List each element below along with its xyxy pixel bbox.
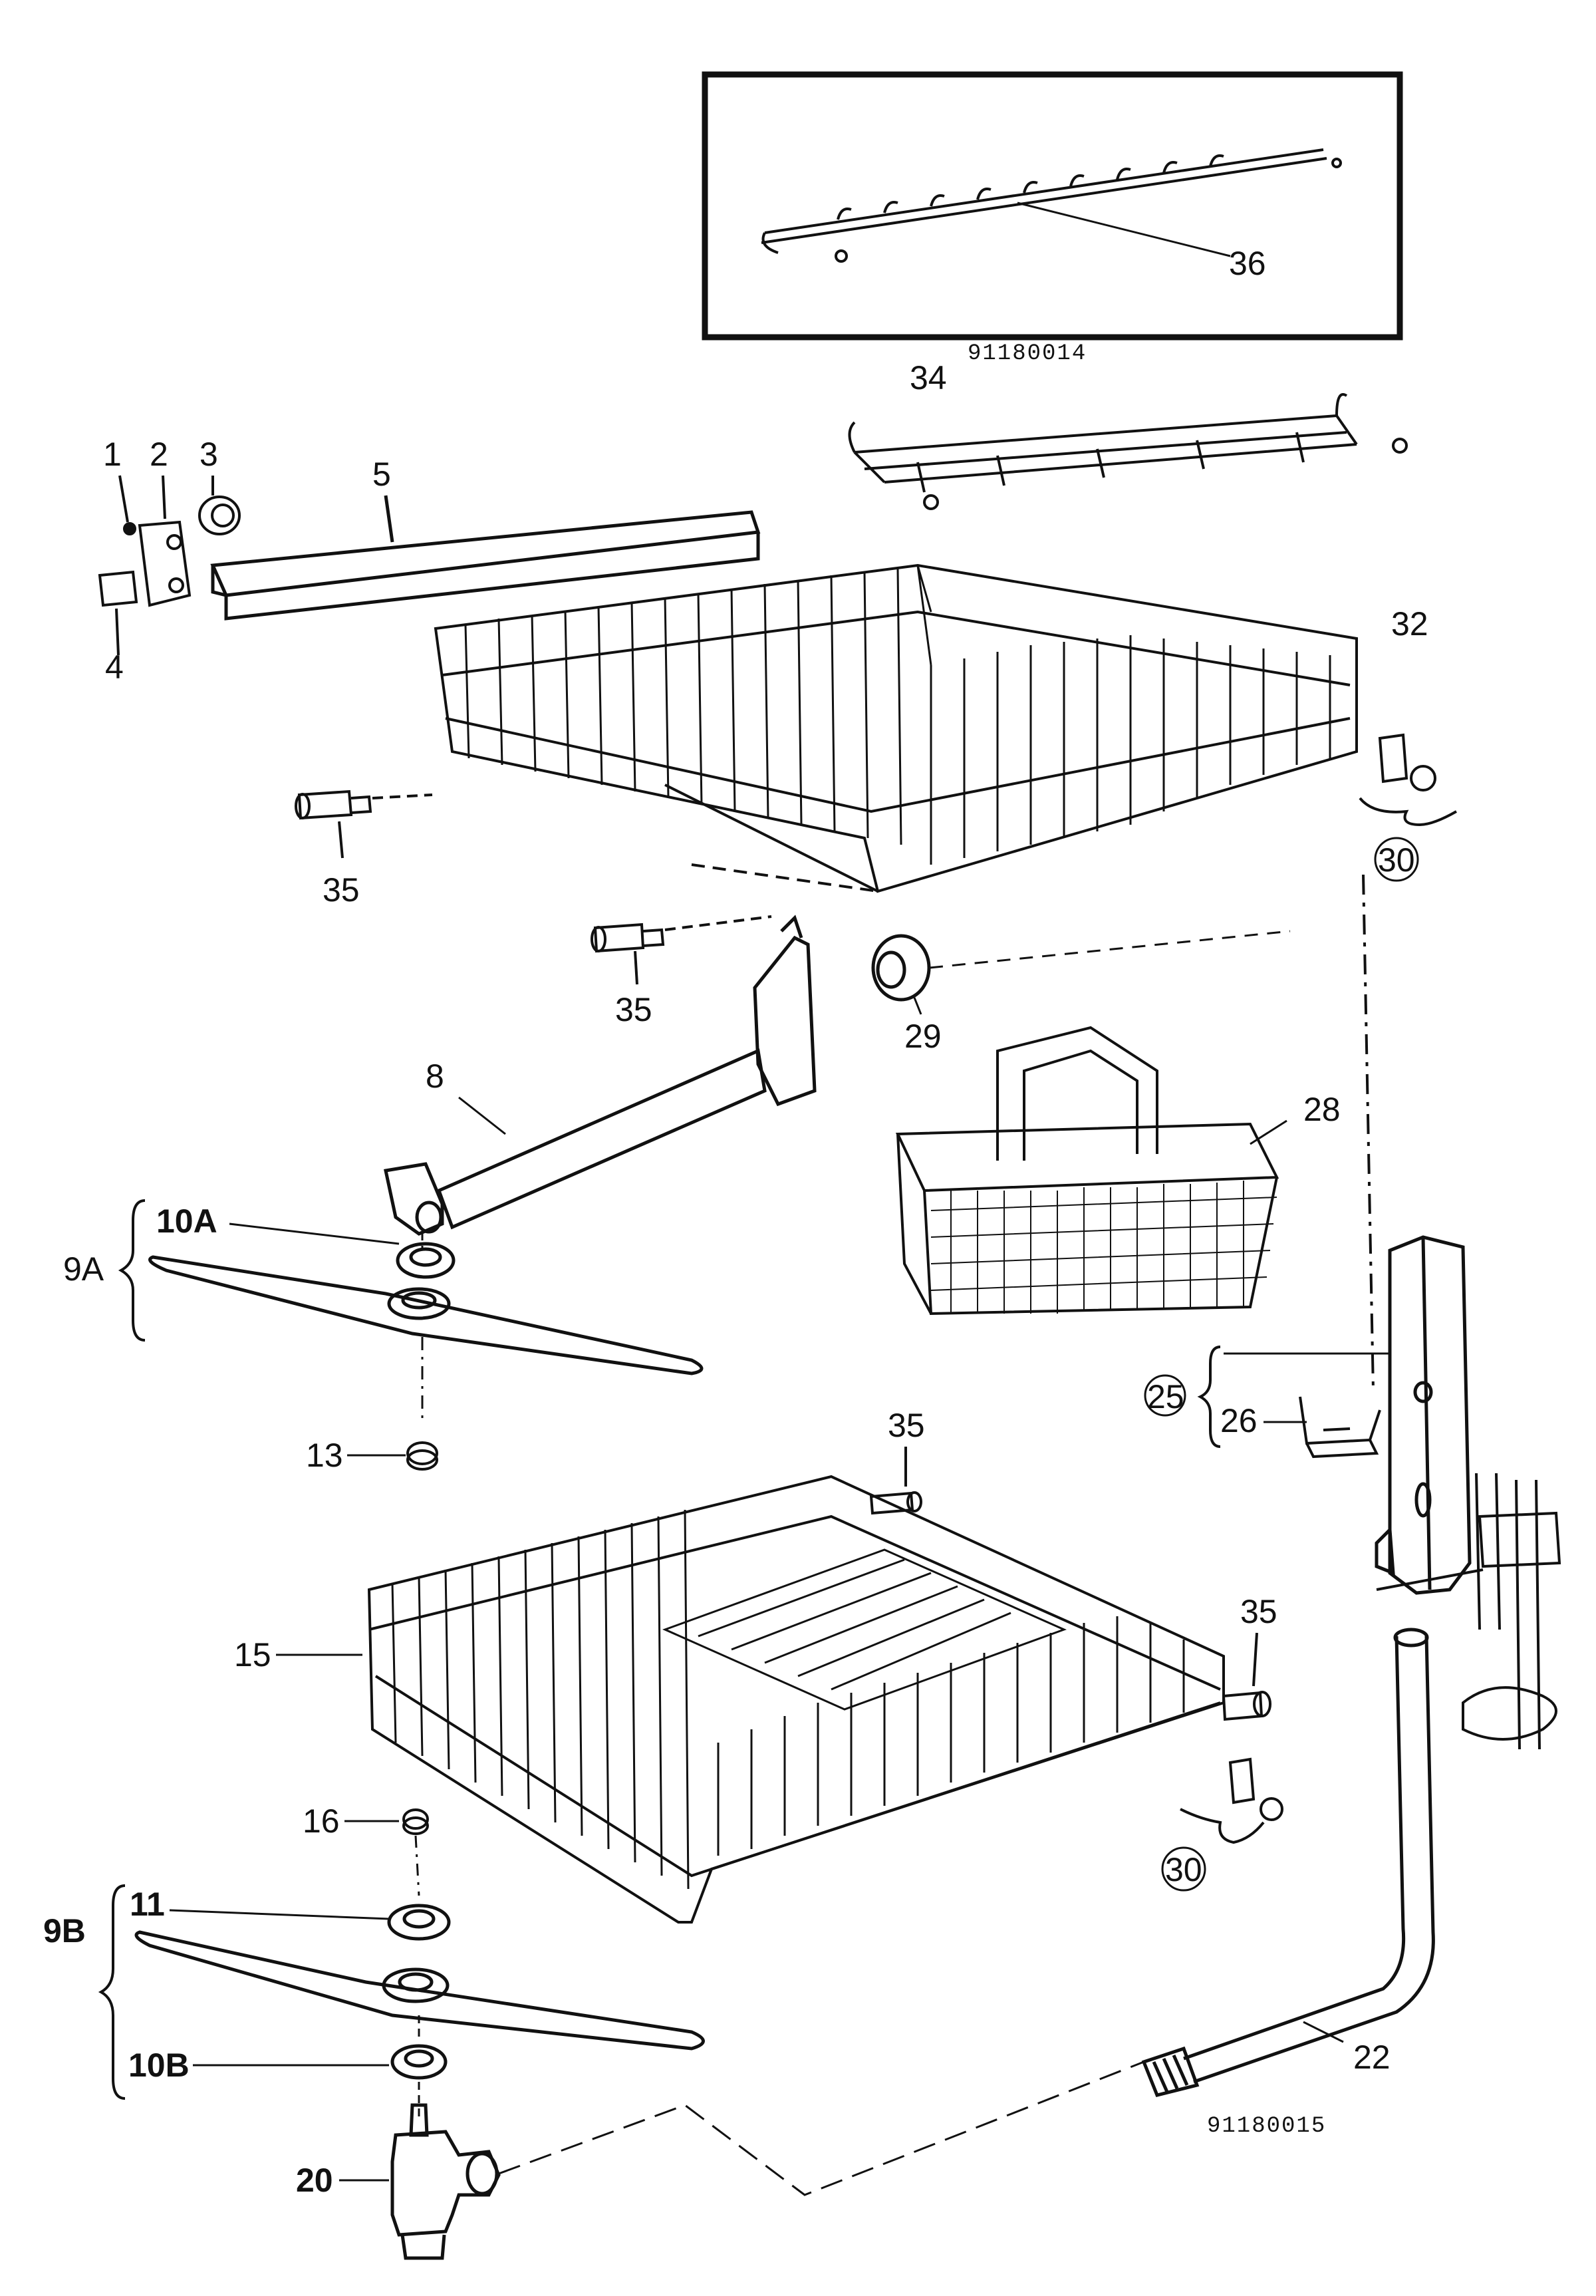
hardware-1-4-drawing [98, 475, 241, 656]
label-5: 5 [372, 456, 391, 493]
label-34: 34 [910, 359, 947, 396]
pin-35-lower-right-drawing [1222, 1632, 1271, 1721]
label-35-a: 35 [323, 871, 360, 909]
label-30-upper: 30 [1378, 841, 1415, 879]
pin-35-upper-left-drawing [295, 789, 433, 859]
spray-arm-9a-drawing [148, 1242, 704, 1423]
label-9b: 9B [43, 1912, 86, 1949]
bracket-25 [1197, 1346, 1221, 1448]
circle-30-lower [1161, 1846, 1206, 1892]
pin-35-upper-center-drawing [591, 915, 772, 985]
bracket-9b [98, 1884, 126, 2100]
label-35-d: 35 [1240, 1593, 1277, 1630]
hose-22-drawing [1141, 1628, 1435, 2097]
leader-10a [229, 1222, 400, 1245]
hub-20-drawing [390, 2061, 1144, 2260]
spray-arm-9b-drawing [134, 1904, 705, 2080]
inset-box: 36 [702, 71, 1403, 341]
label-4: 4 [105, 648, 124, 686]
clip-26-drawing [1299, 1396, 1381, 1459]
label-35-c: 35 [888, 1407, 925, 1444]
label-15: 15 [234, 1636, 271, 1673]
label-3: 3 [200, 436, 218, 473]
label-28: 28 [1303, 1091, 1341, 1128]
upper-basket-drawing [434, 563, 1358, 893]
figure-code-inset: 91180014 [968, 341, 1087, 366]
label-11: 11 [130, 1886, 165, 1923]
label-8: 8 [426, 1058, 444, 1095]
label-22: 22 [1353, 2039, 1391, 2076]
clip-30-upper-drawing [1359, 733, 1457, 1391]
wheel-29-drawing [871, 930, 1291, 1015]
label-35-b: 35 [615, 991, 652, 1028]
leader-36 [1017, 202, 1231, 257]
clip-30-lower-drawing [1180, 1757, 1283, 1844]
label-1: 1 [103, 436, 122, 473]
label-26: 26 [1220, 1402, 1258, 1439]
rack-rail-34-drawing [848, 393, 1408, 510]
label-16: 16 [303, 1802, 340, 1840]
rail-36-drawing [761, 148, 1342, 263]
circle-30-upper [1374, 837, 1419, 882]
bracket-9a [118, 1199, 146, 1342]
label-2: 2 [150, 436, 168, 473]
side-mechanism-drawing [1376, 1473, 1561, 1750]
label-25: 25 [1147, 1378, 1184, 1415]
supply-tube-25-drawing [1375, 1235, 1472, 1595]
label-10b: 10B [128, 2047, 190, 2084]
spray-arm-supply-8-drawing [384, 915, 817, 1250]
nut-16-drawing [402, 1808, 429, 1896]
lower-basket-drawing [367, 1475, 1225, 1924]
circle-25 [1144, 1374, 1186, 1417]
label-20: 20 [296, 2162, 333, 2199]
label-30-lower: 30 [1165, 1851, 1202, 1888]
cutlery-basket-28-drawing [895, 1026, 1287, 1316]
label-32: 32 [1391, 605, 1428, 643]
label-13: 13 [306, 1437, 343, 1474]
leader-11 [169, 1909, 390, 1920]
label-29: 29 [904, 1018, 942, 1055]
nut-13-drawing [406, 1441, 438, 1471]
pin-35-lower-top-drawing [869, 1447, 922, 1515]
label-36: 36 [1229, 245, 1266, 282]
label-10a: 10A [156, 1203, 217, 1240]
label-9a: 9A [63, 1250, 104, 1288]
slide-rail-5-drawing [210, 495, 761, 621]
figure-code-main: 91180015 [1207, 2114, 1326, 2139]
